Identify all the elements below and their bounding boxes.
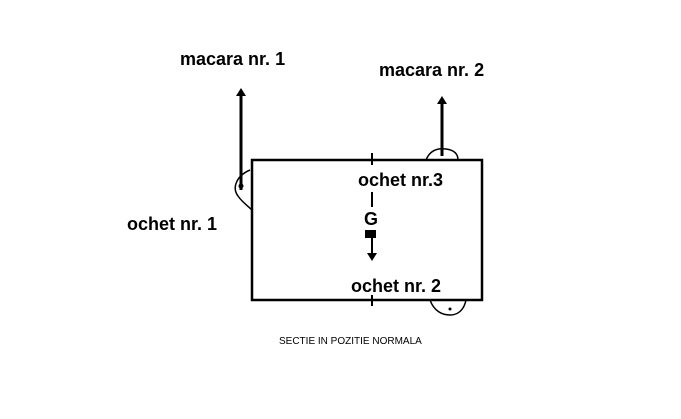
eyelet-2-dot — [448, 307, 452, 311]
crane-1-label: macara nr. 1 — [180, 49, 285, 69]
eyelet-2-label: ochet nr. 2 — [351, 276, 441, 296]
eyelet-1-dot — [238, 183, 244, 189]
eyelet-1-loop — [234, 169, 253, 211]
eyelet-3-loop — [425, 148, 459, 161]
eyelet-2-loop — [429, 299, 467, 316]
center-of-gravity-label: G — [364, 209, 378, 229]
center-of-gravity-marker — [365, 230, 376, 238]
crane-2-label: macara nr. 2 — [379, 60, 484, 80]
caption: SECTIE IN POZITIE NORMALA — [279, 336, 422, 347]
eyelet-3-label: ochet nr.3 — [358, 170, 443, 190]
section-rectangle — [250, 158, 484, 302]
eyelet-1-label: ochet nr. 1 — [127, 214, 217, 234]
